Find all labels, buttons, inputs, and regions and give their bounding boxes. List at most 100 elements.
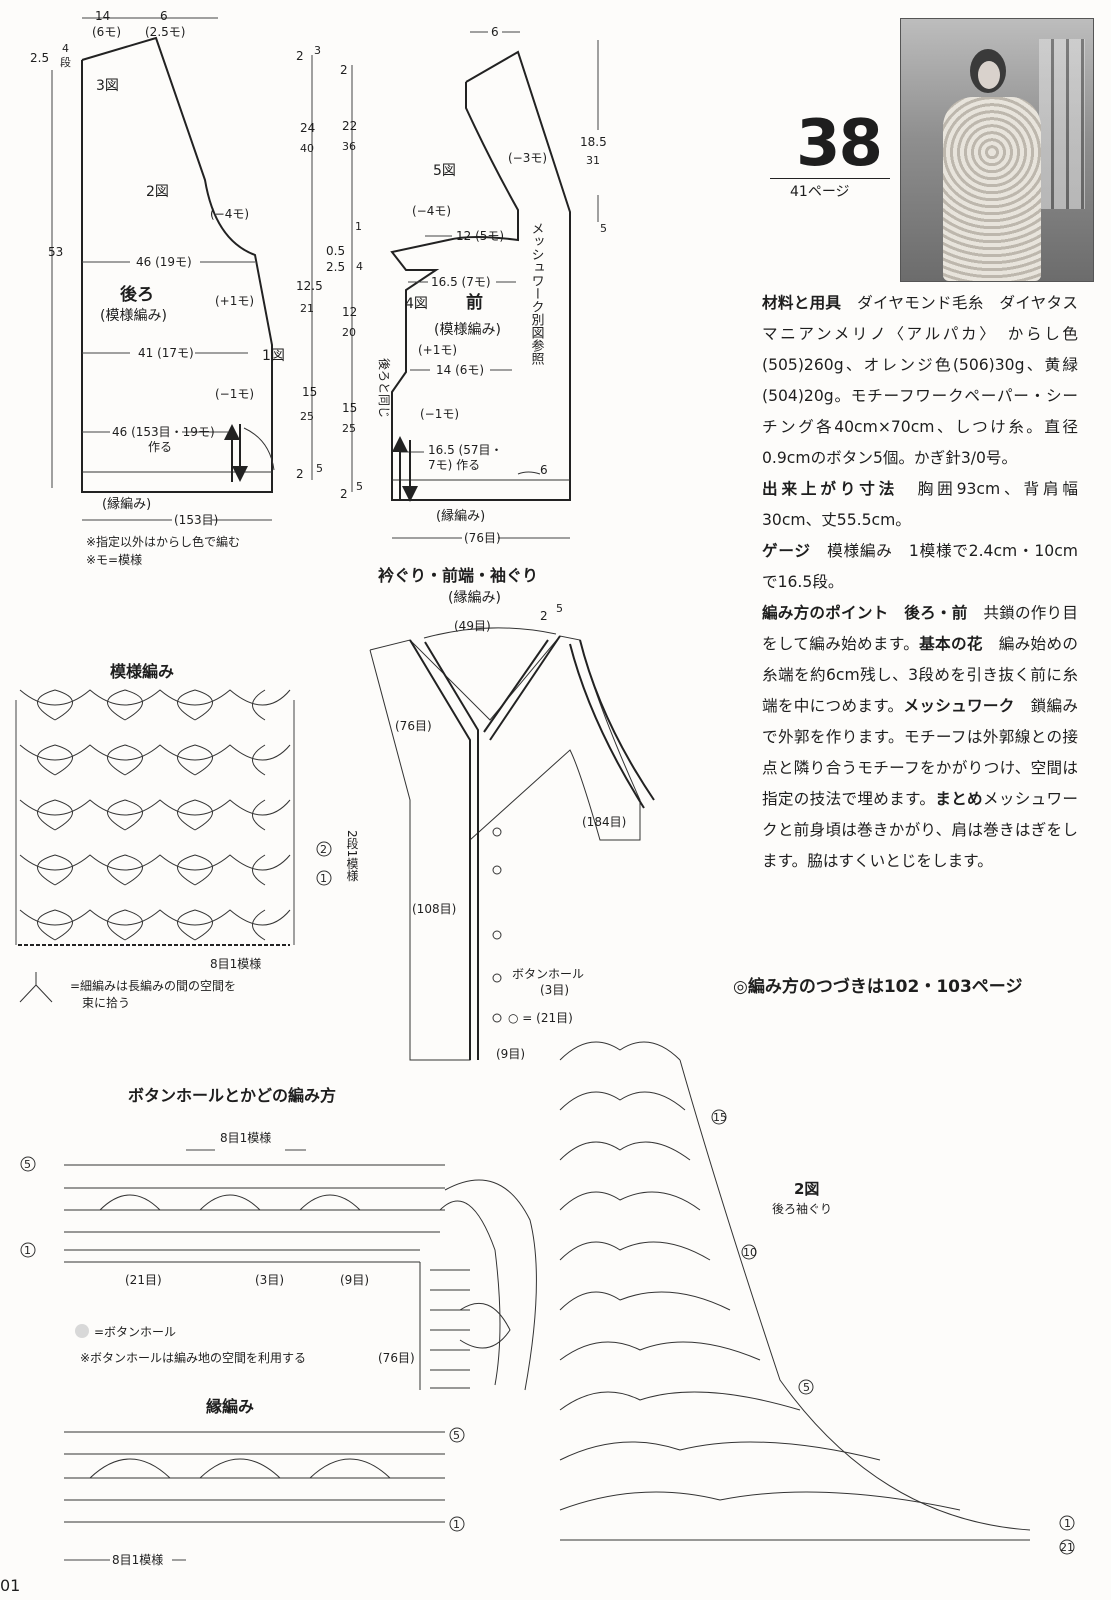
svg-text:(21目): (21目) <box>125 1273 162 1287</box>
svg-text:2.5: 2.5 <box>326 260 345 274</box>
svg-text:4: 4 <box>356 260 363 273</box>
svg-text:※モ=模様: ※モ=模様 <box>86 553 142 567</box>
svg-text:2: 2 <box>320 843 327 856</box>
collar-diagram: 衿ぐり・前端・袖ぐり (縁編み) (49目) 2 5 (76目) (184目) … <box>369 566 655 1061</box>
spec-gauge: ゲージ 模様編み 1模様で2.4cm・10cmで16.5段。 <box>762 542 1078 591</box>
svg-text:4: 4 <box>62 42 69 55</box>
svg-text:(+1モ): (+1モ) <box>418 343 457 357</box>
svg-text:21: 21 <box>1060 1541 1074 1554</box>
svg-text:7モ) 作る: 7モ) 作る <box>428 458 480 472</box>
svg-text:(108目): (108目) <box>412 902 456 916</box>
svg-text:2: 2 <box>540 609 548 623</box>
svg-text:段: 段 <box>60 55 71 69</box>
svg-text:※指定以外はからし色で編む: ※指定以外はからし色で編む <box>86 534 240 549</box>
svg-text:2: 2 <box>340 63 348 77</box>
svg-text:(6モ): (6モ) <box>92 25 121 39</box>
back-piece: 14 (6モ) 6 (2.5モ) 2.5 4 段 53 3図 2図 1図 (−4… <box>30 9 285 567</box>
svg-text:5: 5 <box>453 1429 460 1442</box>
svg-text:8目1模様: 8目1模様 <box>112 1553 163 1567</box>
svg-text:(2.5モ): (2.5モ) <box>145 25 185 39</box>
svg-text:46 (19モ): 46 (19モ) <box>136 255 192 269</box>
svg-text:14: 14 <box>95 9 110 23</box>
svg-text:=細編みは長編みの間の空間を: =細編みは長編みの間の空間を <box>70 978 236 993</box>
spec-size: 出来上がり寸法 胸囲93cm、背肩幅30cm、丈55.5cm。 <box>762 480 1078 529</box>
continue-note: ◎編み方のつづきは102・103ページ <box>733 977 1023 997</box>
svg-text:※ボタンホールは編み地の空間を利用する: ※ボタンホールは編み地の空間を利用する <box>80 1350 306 1365</box>
svg-text:5: 5 <box>356 480 363 493</box>
svg-text:18.5: 18.5 <box>580 135 607 149</box>
armhole-chart: 15 10 5 1 21 2図 後ろ袖ぐり <box>559 1041 1075 1555</box>
svg-text:15: 15 <box>713 1111 727 1124</box>
fig5-label: 5図 <box>433 163 456 179</box>
svg-text:25: 25 <box>342 422 356 435</box>
buttonhole-title: ボタンホールとかどの編み方 <box>128 1086 336 1105</box>
svg-text:12.5: 12.5 <box>296 279 323 293</box>
page-reference: 41ページ <box>790 184 850 200</box>
model-vest <box>943 97 1041 281</box>
svg-text:15: 15 <box>302 385 317 399</box>
armhole-fig-label: 2図 <box>794 1180 819 1198</box>
svg-text:(縁編み): (縁編み) <box>448 590 501 606</box>
svg-text:36: 36 <box>342 140 356 153</box>
svg-text:10: 10 <box>743 1246 757 1259</box>
svg-text:(縁編み): (縁編み) <box>102 496 151 512</box>
svg-text:(49目): (49目) <box>454 619 491 633</box>
svg-text:(−4モ): (−4モ) <box>210 207 249 221</box>
svg-text:=ボタンホール: =ボタンホール <box>94 1325 176 1339</box>
svg-text:2: 2 <box>296 467 304 481</box>
mesh-note: メッシュワーク別図参照 <box>529 222 545 366</box>
svg-text:5: 5 <box>803 1381 810 1394</box>
fig1-label: 1図 <box>262 348 285 364</box>
svg-text:12: 12 <box>342 305 357 319</box>
svg-text:14 (6モ): 14 (6モ) <box>436 363 484 377</box>
svg-text:31: 31 <box>586 154 600 167</box>
svg-text:6: 6 <box>540 463 548 477</box>
pattern-chart: 模様編み 8目1模様 <box>15 662 359 1010</box>
svg-text:(模様編み): (模様編み) <box>434 322 501 338</box>
front-outline <box>390 50 571 501</box>
front-piece: 6 5図 (−3モ) (−4モ) 12 (5モ) 16.5 (7モ) 4図 前 … <box>377 25 607 545</box>
svg-text:53: 53 <box>48 245 63 259</box>
back-title: 後ろ <box>120 284 154 305</box>
svg-text:3: 3 <box>314 44 321 57</box>
svg-text:41 (17モ): 41 (17モ) <box>138 346 194 360</box>
svg-text:1: 1 <box>1064 1517 1071 1530</box>
svg-text:1: 1 <box>320 872 327 885</box>
fig3-label: 3図 <box>96 78 119 94</box>
svg-text:24: 24 <box>300 121 315 135</box>
svg-text:ボタンホール: ボタンホール <box>512 967 584 981</box>
fig4-label: 4図 <box>405 296 428 312</box>
svg-text:2: 2 <box>296 49 304 63</box>
svg-text:21: 21 <box>300 302 314 315</box>
svg-text:25: 25 <box>300 410 314 423</box>
svg-text:(+1モ): (+1モ) <box>215 294 254 308</box>
instruction-text: 材料と用具 ダイヤモンド毛糸 ダイヤタスマニアンメリノ〈アルパカ〉 からし色(5… <box>762 288 1078 877</box>
svg-text:5: 5 <box>24 1158 31 1171</box>
pattern-title: 模様編み <box>110 662 174 681</box>
svg-text:2: 2 <box>340 487 348 501</box>
svg-text:(76目): (76目) <box>378 1351 415 1365</box>
svg-text:5: 5 <box>316 462 323 475</box>
svg-text:0.5: 0.5 <box>326 244 345 258</box>
svg-text:6: 6 <box>491 25 499 39</box>
svg-text:○ = (21目): ○ = (21目) <box>508 1011 573 1025</box>
svg-text:(−3モ): (−3モ) <box>508 151 547 165</box>
edge-title: 縁編み <box>206 1397 254 1416</box>
svg-text:束に拾う: 束に拾う <box>82 995 130 1010</box>
svg-text:5: 5 <box>556 602 563 615</box>
svg-text:1: 1 <box>355 220 362 233</box>
svg-text:20: 20 <box>342 326 356 339</box>
svg-text:5: 5 <box>600 222 607 235</box>
svg-text:(76目): (76目) <box>395 719 432 733</box>
svg-text:(3目): (3目) <box>255 1273 284 1287</box>
svg-text:16.5 (7モ): 16.5 (7モ) <box>431 275 491 289</box>
svg-text:40: 40 <box>300 142 314 155</box>
model-face <box>978 61 1000 89</box>
svg-text:(184目): (184目) <box>582 815 626 829</box>
front-title: 前 <box>466 292 483 313</box>
fig2-label: 2図 <box>146 184 169 200</box>
row-measures: 2 3 24 40 12.5 21 15 25 2 5 2 22 36 1 0.… <box>296 44 363 501</box>
svg-text:46 (153目・19モ): 46 (153目・19モ) <box>112 425 215 439</box>
spec-points: 編み方のポイント 後ろ・前 共鎖の作り目をして編み始めます。基本の花 編み始めの… <box>762 604 1078 870</box>
